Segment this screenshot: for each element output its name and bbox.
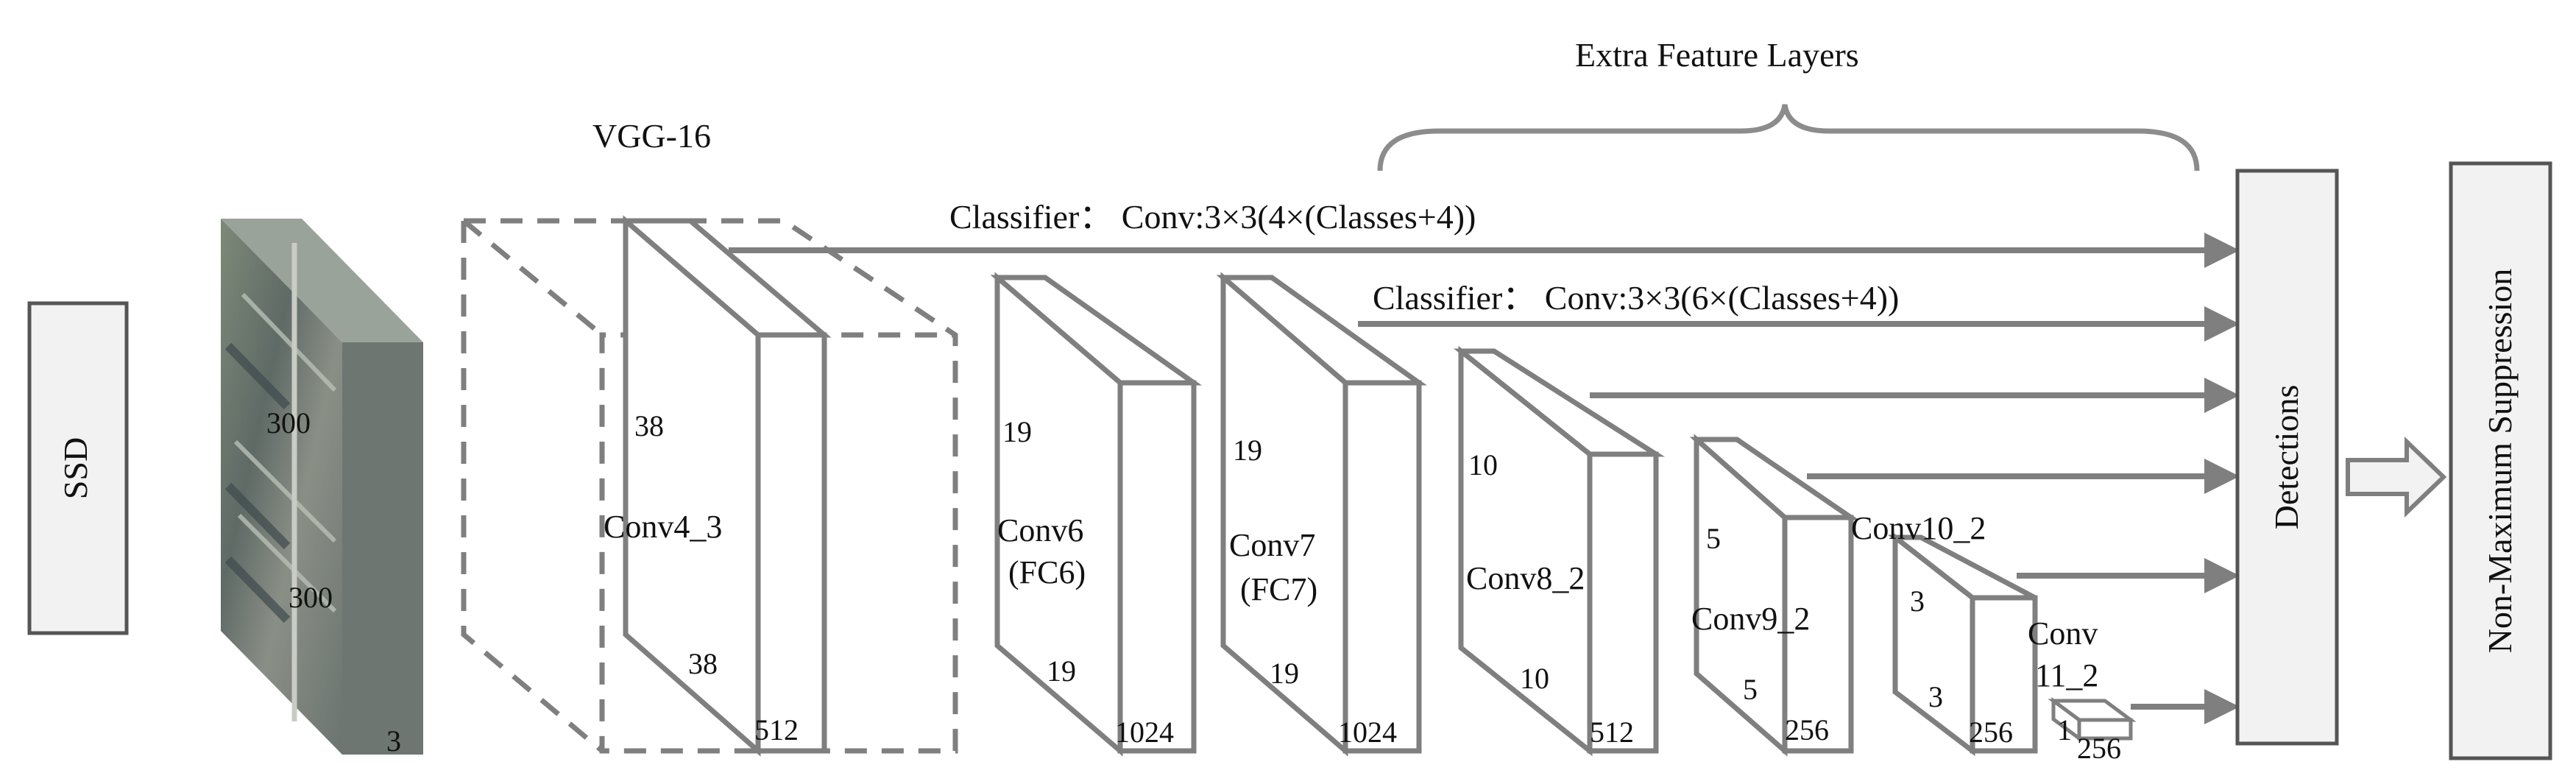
conv4-3-width: 38 [688, 647, 718, 680]
vgg16-block: VGG-16 [461, 117, 958, 754]
extra-layers-label: Extra Feature Layers [1575, 36, 1859, 74]
layer-conv11-2: Conv 11_2 1 256 [2028, 615, 2137, 765]
conv7-height: 19 [1233, 434, 1262, 467]
conv11-2-channels: 256 [2077, 732, 2121, 765]
conv7-width: 19 [1270, 657, 1299, 690]
input-image: 300 300 3 [221, 219, 423, 757]
conv8-2-height: 10 [1468, 448, 1498, 481]
conv6-channels: 1024 [1115, 716, 1174, 749]
nms-box: Non-Maximum Suppression [2449, 161, 2552, 760]
layer-conv9-2: 5 Conv9_2 5 256 [1689, 434, 1860, 757]
extra-layers-brace: Extra Feature Layers [1377, 36, 2200, 172]
detections-label: Detections [2268, 385, 2305, 530]
conv11-2-height: 1 [2057, 713, 2072, 746]
conv8-2-channels: 512 [1590, 716, 1634, 749]
conv11-2-name-line1: Conv [2028, 615, 2098, 651]
ssd-box: SSD [27, 301, 129, 635]
conv9-2-width: 5 [1743, 673, 1758, 706]
conv7-name-line1: Conv7 [1229, 527, 1315, 563]
conv4-3-name: Conv4_3 [604, 509, 722, 545]
conv7-channels: 1024 [1338, 716, 1397, 749]
conv10-2-height: 3 [1910, 585, 1925, 618]
nms-label: Non-Maximum Suppression [2481, 269, 2519, 654]
conv4-3-channels: 512 [754, 713, 799, 746]
classifier-1-text: Classifier： Conv:3×3(4×(Classes+4)) [949, 198, 1476, 236]
conv4-3-height: 38 [634, 409, 664, 442]
conv6-name-line2: (FC6) [1008, 554, 1086, 590]
layer-conv10-2: Conv10_2 3 3 256 [1851, 510, 2038, 757]
conv10-2-channels: 256 [1969, 716, 2013, 749]
conv6-width: 19 [1047, 654, 1076, 688]
conv11-2-name-line2: 11_2 [2035, 657, 2098, 693]
layer-conv4-3: 38 Conv4_3 38 512 [604, 215, 832, 757]
layer-conv7: 19 Conv7 (FC7) 19 1024 [1216, 272, 1427, 757]
vgg16-label: VGG-16 [592, 117, 711, 155]
conv9-2-name: Conv9_2 [1691, 601, 1810, 637]
conv6-name-line1: Conv6 [997, 512, 1083, 548]
conv7-name-line2: (FC7) [1240, 571, 1317, 607]
classifier-2-text: Classifier： Conv:3×3(6×(Classes+4)) [1373, 279, 1899, 317]
layer-conv8-2: 10 Conv8_2 10 512 [1454, 345, 1666, 757]
conv10-2-name: Conv10_2 [1851, 510, 1986, 546]
conv8-2-name: Conv8_2 [1466, 560, 1585, 596]
input-height-label: 300 [266, 406, 311, 439]
input-channels-label: 3 [386, 724, 401, 757]
conv10-2-width: 3 [1928, 680, 1943, 713]
conv9-2-height: 5 [1706, 522, 1721, 555]
conv6-height: 19 [1002, 415, 1032, 448]
ssd-label: SSD [57, 437, 94, 499]
detections-box: Detections [2235, 169, 2339, 746]
conv8-2-width: 10 [1520, 662, 1549, 695]
layer-conv6: 19 Conv6 (FC6) 19 1024 [990, 272, 1203, 757]
nms-block-arrow [2346, 436, 2447, 518]
conv9-2-channels: 256 [1785, 713, 1829, 746]
input-width-label: 300 [289, 581, 333, 614]
